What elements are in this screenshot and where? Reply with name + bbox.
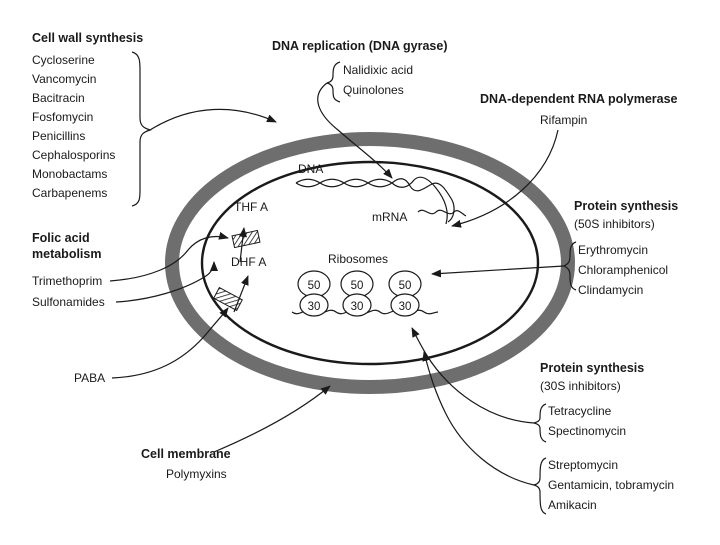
protein-30s-heading: Protein synthesis (540, 361, 644, 375)
ribosome-2: 50 30 (340, 270, 374, 317)
trimethoprim-arrow (109, 231, 229, 282)
protein-30s-arrow-2 (422, 351, 535, 486)
dna-replication-brace (326, 61, 341, 103)
dna-label: DNA (298, 162, 323, 176)
cell-wall-heading: Cell wall synthesis (32, 31, 143, 45)
protein-50s-heading: Protein synthesis (574, 199, 678, 213)
rna-polymerase-arrow (451, 129, 559, 228)
protein-50s-drug-1: Erythromycin (578, 243, 648, 257)
dna-replication-arrow (317, 82, 393, 179)
cell-membrane-drug-1: Polymyxins (166, 467, 227, 481)
protein-30s-brace-2 (533, 457, 547, 515)
paba-to-dhf-arrow (233, 275, 249, 313)
protein-30s-subheading: (30S inhibitors) (540, 379, 621, 393)
cell-wall-drug-3: Bacitracin (32, 91, 85, 105)
sulfonamides-arrow (115, 261, 218, 303)
cell-wall-drug-7: Monobactams (32, 167, 107, 181)
cell-wall-brace (131, 51, 152, 207)
cell-membrane-heading: Cell membrane (141, 447, 231, 461)
cell-wall-arrow (149, 108, 277, 131)
folic-acid-heading-line1: Folic acid (32, 231, 90, 245)
protein-30s-group2-drug-1: Streptomycin (548, 458, 618, 472)
cell-wall-synthesis-group: Cell wall synthesis Cycloserine Vancomyc… (32, 31, 277, 207)
paba-group: PABA (74, 307, 229, 385)
protein-30s-group2-drug-2: Gentamicin, tobramycin (548, 478, 674, 492)
rna-polymerase-group: DNA-dependent RNA polymerase Rifampin (451, 92, 678, 228)
protein-30s-group: Protein synthesis (30S inhibitors) Tetra… (411, 327, 674, 515)
dna-replication-drug-1: Nalidixic acid (343, 63, 413, 77)
ribosome-1-small-label: 30 (308, 301, 321, 313)
mrna-strand (417, 209, 467, 217)
rna-polymerase-heading: DNA-dependent RNA polymerase (480, 92, 678, 106)
protein-30s-brace-1 (533, 403, 547, 443)
cell-wall-drug-8: Carbapenems (32, 186, 107, 200)
mrna-label: mRNA (372, 210, 407, 224)
ribosome-1: 50 30 (297, 270, 331, 317)
ribosome-2-small-label: 30 (351, 301, 364, 313)
cell-wall-drug-6: Cephalosporins (32, 148, 115, 162)
folic-acid-group: Folic acid metabolism Trimethoprim Sulfo… (32, 231, 229, 309)
protein-30s-group2-drug-3: Amikacin (548, 498, 597, 512)
dna-helix (295, 176, 455, 225)
ribosome-1-large-label: 50 (308, 280, 321, 292)
cell-wall-drug-4: Fosfomycin (32, 110, 93, 124)
cell-wall-drug-1: Cycloserine (32, 53, 95, 67)
cell-wall-drug-2: Vancomycin (32, 72, 96, 86)
paba-label: PABA (74, 371, 105, 385)
dna-replication-drug-2: Quinolones (343, 83, 404, 97)
cell-membrane-group: Cell membrane Polymyxins (141, 385, 331, 481)
protein-50s-arrow (431, 265, 565, 278)
dhf-label: DHF A (231, 255, 266, 269)
protein-30s-group1-drug-1: Tetracycline (548, 404, 612, 418)
ribosome-2-large-label: 50 (351, 280, 364, 292)
protein-50s-subheading: (50S inhibitors) (574, 217, 655, 231)
ribosome-group: 50 30 50 30 50 30 (291, 270, 439, 317)
cell-membrane-ring (200, 160, 540, 366)
ribosome-3: 50 30 (388, 270, 422, 317)
protein-50s-drug-3: Clindamycin (578, 283, 643, 297)
protein-30s-group1-drug-2: Spectinomycin (548, 424, 626, 438)
protein-50s-group: Protein synthesis (50S inhibitors) Eryth… (431, 199, 678, 297)
folic-acid-drug-2: Sulfonamides (32, 295, 105, 309)
paba-arrow (111, 307, 229, 379)
cell-membrane-arrow (213, 385, 331, 453)
ribosomes-label: Ribosomes (328, 252, 388, 266)
dna-replication-group: DNA replication (DNA gyrase) Nalidixic a… (272, 39, 448, 179)
dhf-block (213, 286, 243, 312)
thf-label: THF A (234, 200, 268, 214)
folic-acid-drug-1: Trimethoprim (32, 274, 102, 288)
cell-wall-drug-5: Penicillins (32, 129, 85, 143)
folic-acid-heading-line2: metabolism (32, 247, 101, 261)
ribosome-3-small-label: 30 (399, 301, 412, 313)
dhf-to-thf-arrow (238, 227, 247, 263)
dna-replication-heading: DNA replication (DNA gyrase) (272, 39, 448, 53)
protein-50s-drug-2: Chloramphenicol (578, 263, 668, 277)
ribosome-3-large-label: 50 (399, 280, 412, 292)
protein-30s-arrow-1 (411, 327, 535, 424)
thf-block (231, 229, 261, 249)
rna-polymerase-drug-1: Rifampin (540, 113, 587, 127)
